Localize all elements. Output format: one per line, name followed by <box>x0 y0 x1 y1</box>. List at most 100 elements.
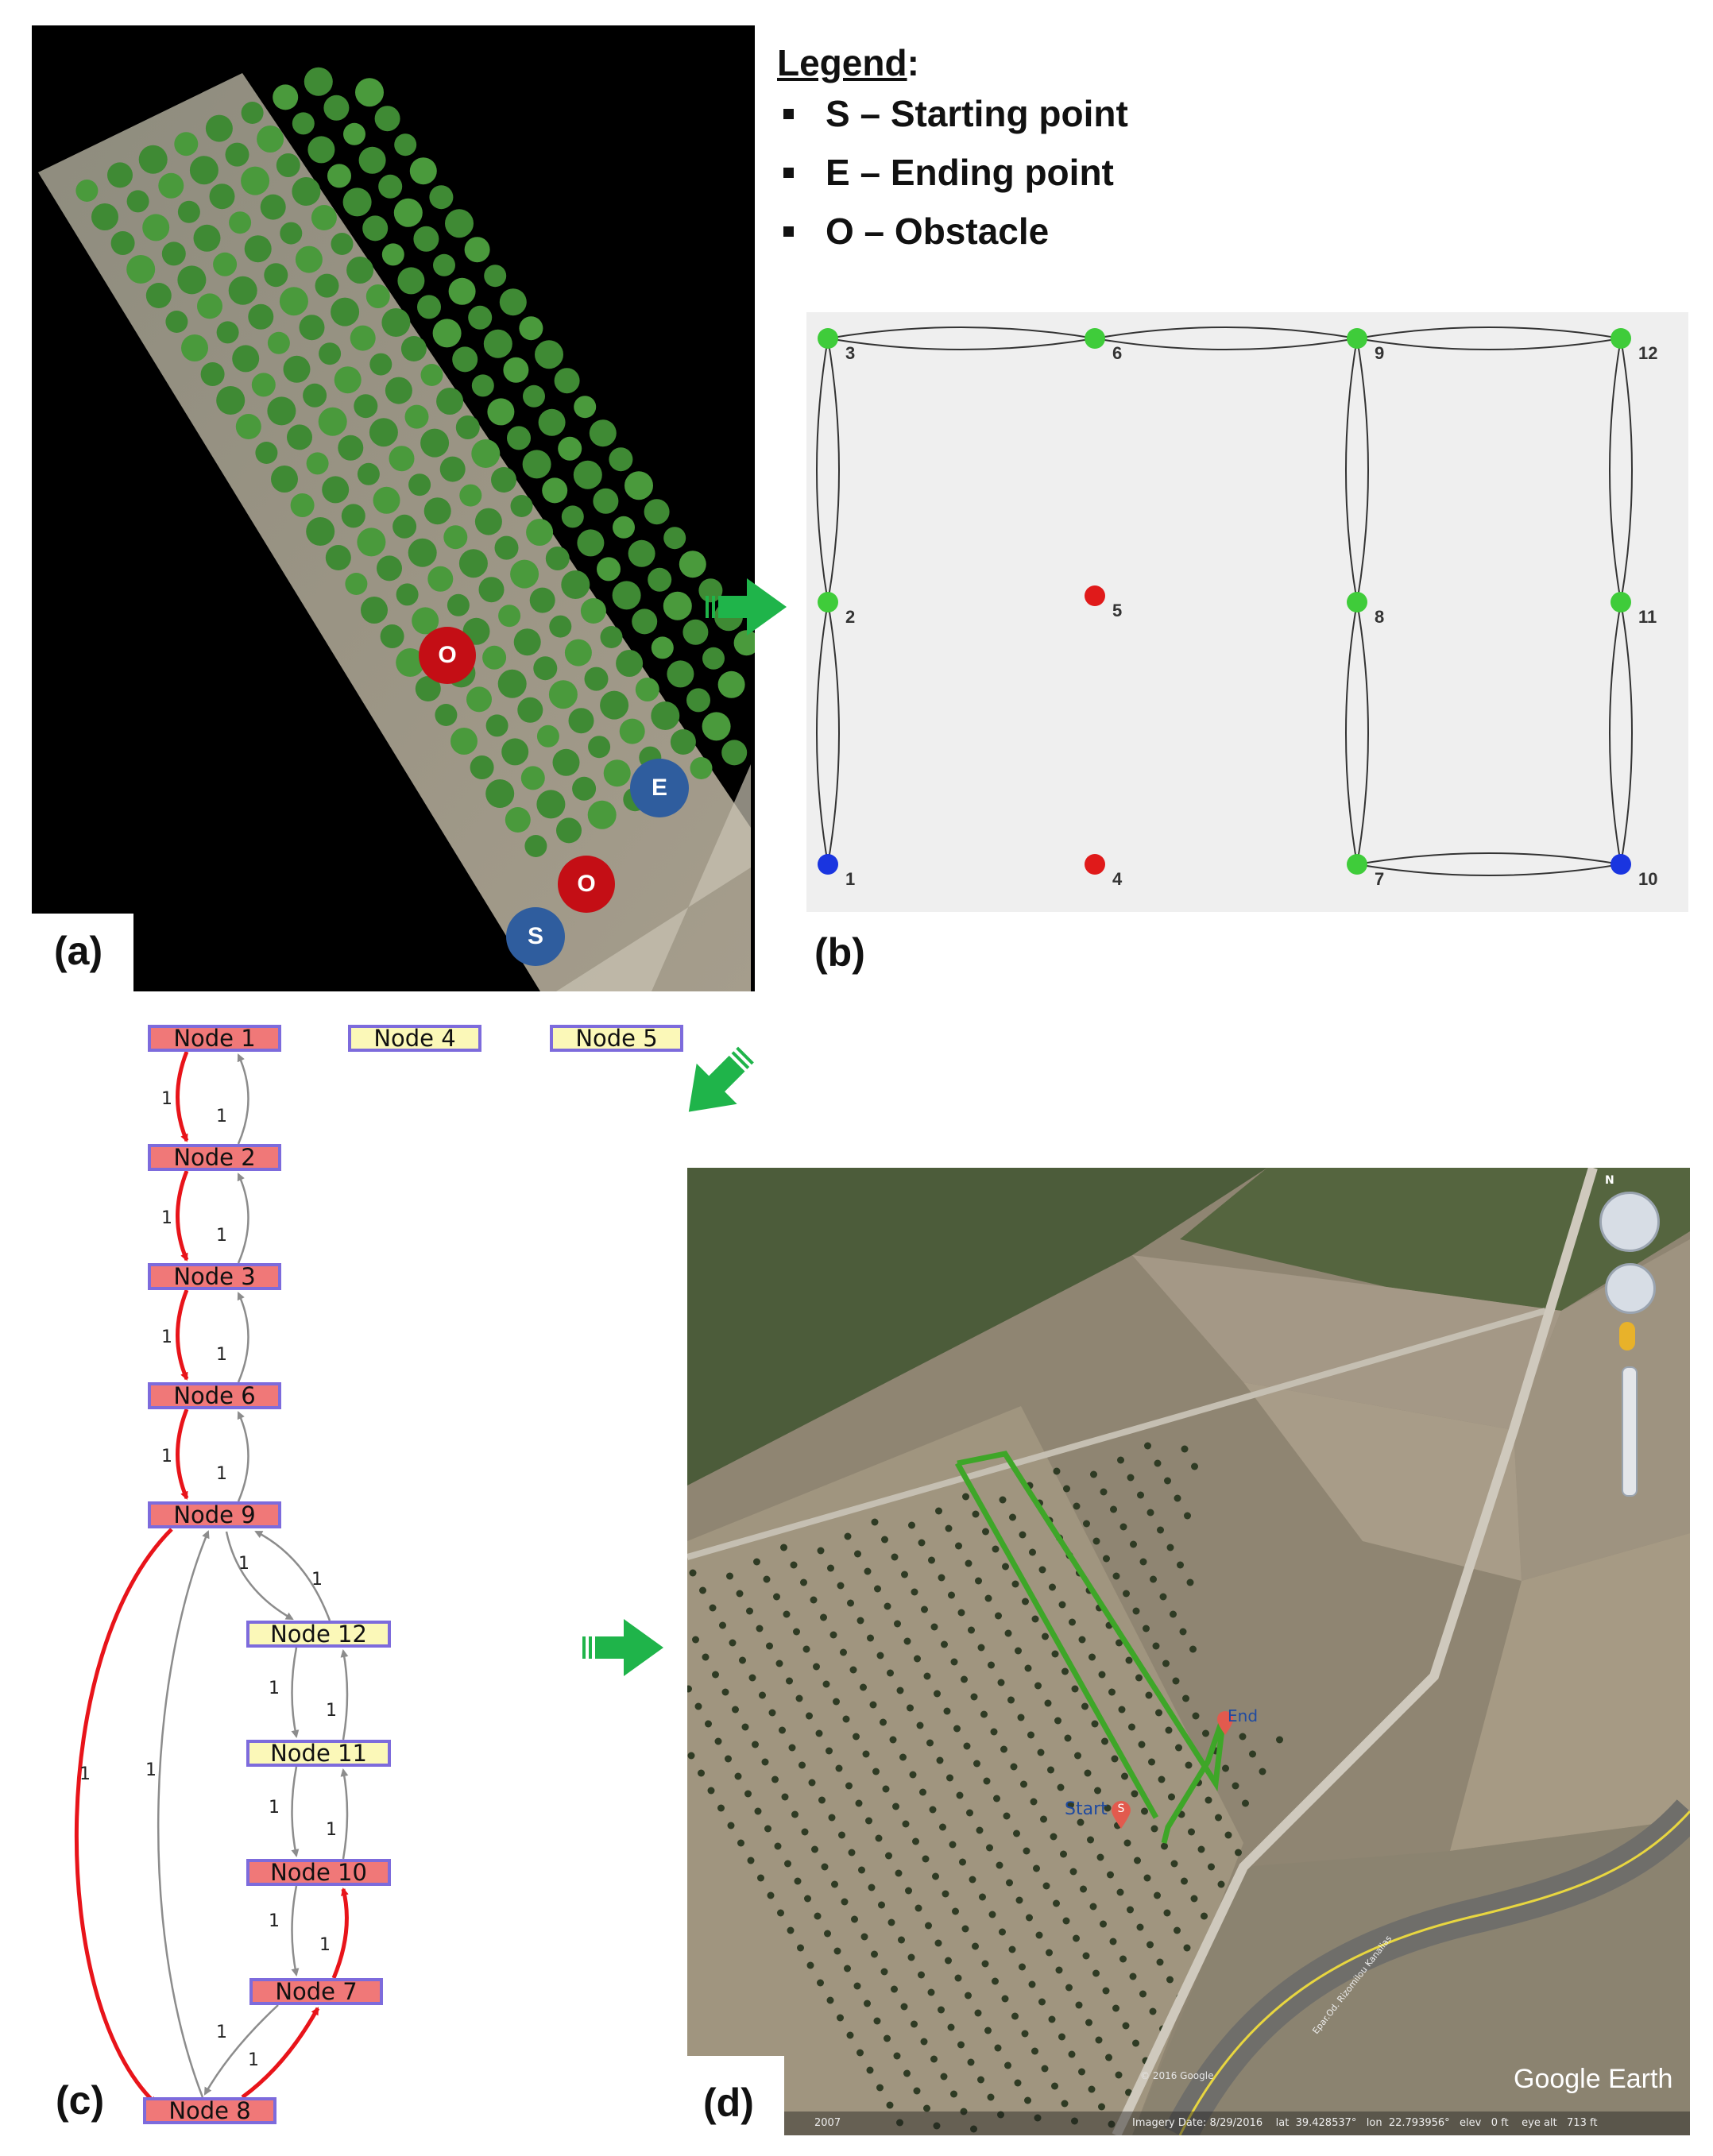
start-marker: S <box>506 907 565 966</box>
tree-canopy <box>613 516 635 539</box>
tree-canopy <box>400 336 427 361</box>
orchard-tree <box>793 1628 800 1636</box>
legend-item-obstacle: O – Obstacle <box>777 210 1128 253</box>
tree-canopy <box>126 255 156 284</box>
tree-canopy <box>588 736 611 759</box>
orchard-tree <box>982 1528 989 1536</box>
tree-canopy <box>331 297 360 326</box>
tree-canopy <box>474 508 502 535</box>
tree-canopy <box>432 319 462 348</box>
orchard-tree <box>1172 1677 1180 1685</box>
orchard-tree <box>1104 1804 1112 1812</box>
orchard-tree <box>932 1872 939 1880</box>
orchard-tree <box>1163 1909 1171 1917</box>
orchard-tree <box>889 1736 897 1744</box>
tree-canopy <box>369 418 398 447</box>
legend-list: S – Starting point E – Ending point O – … <box>777 92 1128 253</box>
orchard-tree <box>1089 1903 1097 1911</box>
orchard-tree <box>1122 2022 1130 2030</box>
tree-canopy <box>717 670 745 698</box>
tree-canopy <box>357 462 380 485</box>
map-panel: S Start End Epar.Od. Rizomilou Kanalias … <box>687 1168 1690 2135</box>
orchard-tree <box>1074 1752 1081 1760</box>
orchard-tree <box>1038 1998 1046 2006</box>
copyright-text: © 2016 Google <box>1140 2070 1214 2081</box>
orchard-tree <box>1092 1969 1100 1977</box>
tree-canopy <box>420 428 450 458</box>
tree-canopy <box>408 473 431 496</box>
square-bullet-icon <box>783 108 794 119</box>
street-view-pegman-icon[interactable] <box>1619 1322 1635 1350</box>
graph-node-label: 12 <box>1638 343 1657 363</box>
graph-node-label: 4 <box>1112 869 1123 889</box>
orchard-tree <box>979 1893 986 1901</box>
orchard-tree <box>721 1688 729 1696</box>
orchard-tree <box>976 1826 984 1834</box>
tree-canopy <box>331 233 354 255</box>
tree-canopy <box>494 535 519 560</box>
tree-canopy <box>612 581 641 610</box>
orchard-tree <box>1134 1857 1141 1864</box>
tree-canopy <box>702 647 725 670</box>
end-pin-icon <box>1216 1710 1235 1736</box>
orchard-tree <box>844 1965 851 1972</box>
tree-canopy <box>603 759 631 787</box>
orchard-tree <box>921 1605 928 1613</box>
tree-canopy <box>558 436 582 461</box>
legend-item-text: E – Ending point <box>826 152 1114 193</box>
orchard-tree <box>930 2055 938 2063</box>
orchard-tree <box>838 1831 845 1839</box>
tree-canopy <box>561 570 590 599</box>
orchard-tree <box>1062 1917 1070 1925</box>
graph-node-7: Node 7 <box>249 1978 383 2005</box>
orchard-tree <box>966 1809 973 1817</box>
orchard-area <box>687 1406 1243 2135</box>
edge-weight-label: 1 <box>161 1447 172 1466</box>
graph-node-11 <box>1611 592 1631 612</box>
tree-canopy <box>471 439 501 468</box>
orchard-tree <box>1031 2047 1038 2055</box>
orchard-tree <box>860 1933 868 1941</box>
tree-canopy <box>577 529 605 557</box>
tree-canopy <box>491 467 516 493</box>
orchard-tree <box>1168 1793 1175 1801</box>
aerial-image-panel: O O E S <box>32 25 755 991</box>
orchard-tree <box>994 2044 1002 2052</box>
orchard-tree <box>1110 1505 1117 1513</box>
tree-canopy <box>241 166 270 195</box>
tree-canopy <box>369 353 392 376</box>
orchard-tree <box>1162 1660 1170 1667</box>
look-joystick-icon[interactable] <box>1599 1192 1660 1252</box>
orchard-tree <box>1164 1477 1171 1485</box>
orchard-tree <box>699 1586 706 1594</box>
tree-canopy <box>522 450 551 479</box>
orchard-tree <box>791 1810 798 1818</box>
orchard-tree <box>1242 1799 1249 1807</box>
tree-canopy <box>624 471 653 500</box>
orchard-tree <box>936 1756 944 1764</box>
orchard-tree <box>916 1721 924 1729</box>
tree-canopy <box>350 325 376 351</box>
orchard-tree <box>1174 1926 1181 1934</box>
orchard-tree <box>768 1709 776 1717</box>
orchard-tree <box>727 1822 735 1830</box>
orchard-tree <box>814 1912 822 1920</box>
orchard-tree <box>795 1694 803 1702</box>
orchard-tree <box>876 1652 884 1660</box>
orchard-tree <box>717 1804 725 1812</box>
tree-canopy <box>445 209 474 238</box>
historical-imagery-year: 2007 <box>814 2117 841 2129</box>
orchard-tree <box>1023 1847 1031 1855</box>
zoom-slider[interactable] <box>1622 1366 1638 1497</box>
orchard-tree <box>1026 1914 1033 1922</box>
graph-edge <box>1609 601 1622 865</box>
orchard-tree <box>1125 1656 1133 1664</box>
orchard-tree <box>1029 1548 1036 1556</box>
orchard-tree <box>746 1607 753 1615</box>
start-pin-icon: S <box>1110 1801 1132 1830</box>
tree-canopy <box>485 779 515 808</box>
move-joystick-icon[interactable] <box>1605 1263 1656 1314</box>
orchard-tree <box>709 1604 717 1612</box>
orchard-tree <box>1064 1734 1072 1742</box>
orchard-tree <box>784 1860 791 1868</box>
